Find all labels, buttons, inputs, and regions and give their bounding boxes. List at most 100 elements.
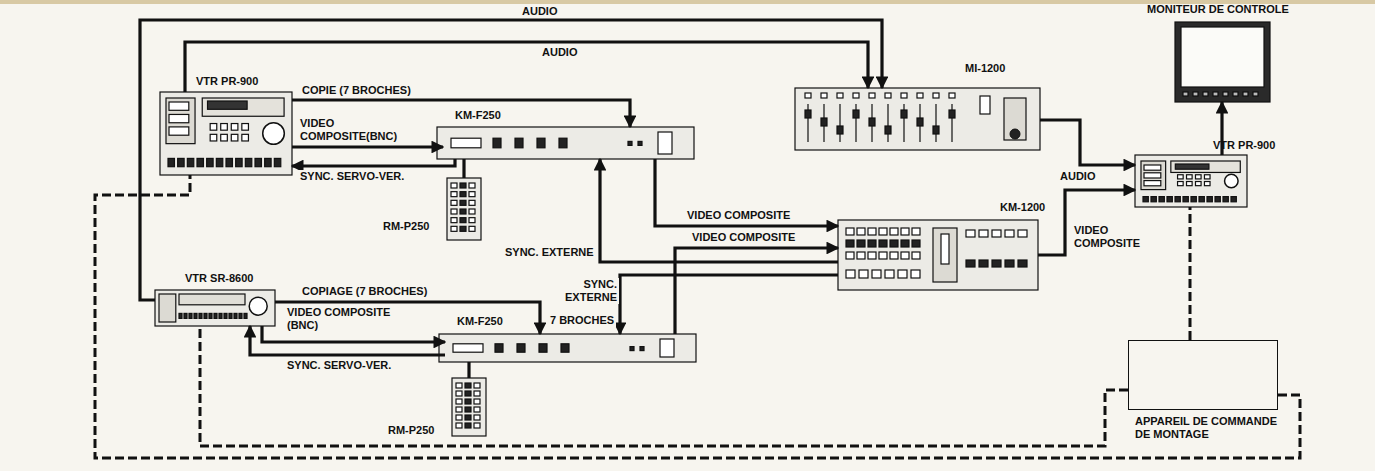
rack-button — [539, 344, 547, 352]
mixer-led — [869, 93, 875, 98]
signal-label: VIDEO COMPOSITE(BNC) — [298, 117, 410, 143]
vtr-key — [224, 313, 227, 318]
tbar-panel — [933, 228, 957, 282]
equipment-name: MI-1200 — [965, 62, 1005, 75]
fader-slot — [887, 104, 888, 142]
vtr-button — [1195, 182, 1201, 186]
switcher-key — [859, 270, 868, 278]
vtr-display — [1175, 164, 1209, 169]
monitor-key — [1223, 92, 1228, 96]
switcher-key — [992, 230, 1001, 237]
vtr-button — [231, 124, 238, 131]
fader-knob — [837, 126, 843, 134]
switcher-key — [846, 270, 855, 278]
vtr-key — [1143, 197, 1148, 202]
vtr-button — [1204, 182, 1210, 186]
rack-button — [537, 138, 545, 148]
remote-key — [456, 415, 462, 420]
remote-key — [456, 399, 462, 404]
signal-label: AUDIO — [1058, 170, 1097, 183]
mixer-led — [837, 93, 843, 98]
remote-key — [451, 226, 457, 231]
fader-knob — [933, 126, 939, 134]
switcher-key — [879, 240, 887, 247]
remote-key — [465, 407, 471, 412]
vtr-key — [187, 158, 193, 166]
signal-cable — [655, 159, 838, 226]
rack-switch — [658, 132, 672, 154]
control-cable — [1189, 207, 1192, 340]
rack-unit — [437, 127, 694, 159]
vtr-key — [199, 313, 202, 318]
vtr-key — [184, 313, 187, 318]
equipment-name: KM-1200 — [1000, 201, 1045, 214]
switcher-key — [885, 270, 894, 278]
rack-button — [517, 344, 525, 352]
jog-dial — [263, 123, 285, 145]
vtr-button — [1178, 182, 1184, 186]
signal-label: SYNC. EXTERNE — [503, 246, 596, 259]
remote-key — [456, 391, 462, 396]
vtr-key — [274, 158, 280, 166]
fader-knob — [885, 126, 891, 134]
switcher-key — [912, 252, 920, 259]
remote-key — [465, 391, 471, 396]
vtr-key — [265, 158, 271, 166]
vtr-key — [214, 313, 217, 318]
equipment-name: APPAREIL DE COMMANDE DE MONTAGE — [1135, 415, 1285, 441]
switcher-key — [966, 260, 975, 267]
vtr-key — [204, 313, 207, 318]
vtr-meter — [1144, 173, 1161, 178]
switcher-key — [868, 240, 876, 247]
vtr-button — [1178, 175, 1184, 179]
switcher-key — [912, 228, 920, 235]
equipment-node: MONITEUR DE CONTROLE — [1175, 22, 1270, 102]
vtr-key — [1199, 197, 1204, 202]
fader-slot — [935, 104, 936, 142]
fader-knob — [869, 118, 875, 126]
equipment-node: MI-1200 — [795, 88, 1040, 150]
signal-cable — [620, 275, 838, 334]
control-cable — [200, 326, 1128, 446]
vtr-meter — [169, 127, 189, 135]
equipment-name: MONITEUR DE CONTROLE — [1147, 3, 1289, 16]
remote-body — [447, 178, 481, 240]
equipment-name: RM-P250 — [383, 220, 429, 233]
vtr-button — [221, 124, 228, 131]
rack-button — [515, 138, 523, 148]
fader-knob — [853, 110, 859, 118]
vtr-panel — [166, 98, 195, 144]
equipment-node: RM-P250 — [447, 178, 481, 240]
switcher-key — [901, 252, 909, 259]
fader-knob — [805, 110, 811, 118]
rack-led — [638, 141, 642, 145]
vtr-button — [242, 124, 249, 131]
rack-button — [495, 344, 503, 352]
switcher-key — [979, 230, 988, 237]
switcher-key — [846, 252, 854, 259]
vtr-key — [1215, 197, 1220, 202]
remote-key — [465, 399, 471, 404]
remote-key — [451, 192, 457, 197]
signal-cable — [185, 42, 868, 92]
vtr-key — [168, 158, 174, 166]
remote-key — [474, 415, 480, 420]
rack-switch — [660, 339, 674, 357]
equipment-node: VTR SR-8600 — [155, 290, 275, 326]
remote-key — [460, 200, 466, 205]
pin-label: 7 BROCHES — [548, 314, 616, 327]
vtr-key — [234, 313, 237, 318]
vtr-button — [242, 134, 249, 141]
signal-cable — [140, 20, 882, 300]
vtr-meter — [1144, 181, 1161, 186]
remote-key — [451, 218, 457, 223]
equipment-node: KM-1200 — [838, 220, 1038, 290]
vtr-key — [178, 158, 184, 166]
vtr-button — [1195, 175, 1201, 179]
mixer-led — [933, 93, 939, 98]
signal-label: VIDEO COMPOSITE — [690, 231, 797, 244]
equipment-node: VTR PR-900 — [1135, 155, 1247, 207]
mixer-led — [821, 93, 827, 98]
switcher-key — [992, 260, 1001, 267]
